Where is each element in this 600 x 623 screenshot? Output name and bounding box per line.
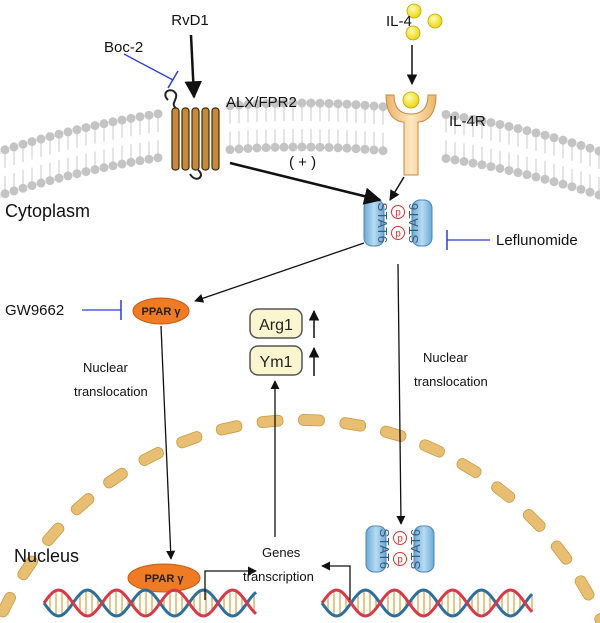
- stat6-to-genes-arrow: [321, 561, 351, 600]
- rvd1-arrow: [184, 34, 202, 99]
- ppar-to-genes-arrow: [204, 566, 257, 600]
- il-4r-to-stat6-arrow: [389, 176, 405, 201]
- phospho-label: p: [397, 555, 403, 566]
- il-4-label: IL-4: [386, 13, 412, 30]
- ppar-gamma-nucleus-label: PPAR γ: [145, 573, 185, 585]
- transcription-label: transcription: [243, 569, 314, 584]
- gw9662-inhibition: [82, 300, 122, 320]
- ppar-gamma-cytoplasm: PPAR γ: [132, 297, 190, 325]
- stat6-to-ppar-arrow: [194, 242, 365, 303]
- genes-label: Genes: [262, 545, 301, 560]
- ym1-box: Ym1: [249, 345, 303, 376]
- arg1-box: Arg1: [249, 308, 303, 339]
- stat6-nuclear-translocation-arrow: [396, 263, 406, 525]
- alx-to-stat6-arrow: [229, 161, 382, 205]
- alx-fpr2-label: ALX/FPR2: [226, 94, 297, 111]
- ppar-gamma-label: PPAR γ: [142, 306, 182, 318]
- dna-helix-left: [42, 588, 258, 618]
- stat6-left-label: STAT6: [377, 528, 392, 569]
- ym1-label: Ym1: [260, 354, 293, 371]
- nucleus-label: Nucleus: [14, 546, 79, 566]
- ppar-nuclear-label: Nuclear: [83, 360, 128, 375]
- phospho-label: p: [395, 229, 401, 240]
- phospho-label: p: [397, 534, 403, 545]
- il-4r-label: IL-4R: [449, 113, 486, 130]
- stimulation-plus-label: ( + ): [289, 154, 316, 171]
- stat6-left-label: STAT6: [375, 202, 390, 243]
- ppar-translocation-label: translocation: [74, 384, 148, 399]
- ppar-nuclear-translocation-arrow: [160, 325, 176, 560]
- stat6-nuclear-label: Nuclear: [423, 350, 468, 365]
- arg1-label: Arg1: [259, 317, 293, 334]
- cell-membrane: [0, 98, 600, 200]
- il-4r-receptor: [385, 91, 437, 176]
- ppar-gamma-nucleus: PPAR γ: [127, 563, 201, 593]
- nuclear-envelope: [0, 414, 600, 623]
- boc-2-inhibition: [123, 53, 179, 89]
- dna-helix-right: [320, 588, 534, 618]
- stat6-dimer-cytoplasm: STAT6 STAT6 pp: [363, 199, 433, 247]
- stat6-dimer-nucleus: STAT6 STAT6 pp: [365, 525, 435, 573]
- stat6-right-label: STAT6: [406, 202, 421, 243]
- cytoplasm-label: Cytoplasm: [5, 201, 90, 221]
- il-4-bound-ligand: [402, 91, 420, 109]
- phospho-label: p: [395, 208, 401, 219]
- leflunomide-label: Leflunomide: [496, 232, 578, 249]
- stat6-translocation-label: translocation: [414, 374, 488, 389]
- leflunomide-inhibition: [446, 230, 490, 250]
- boc-2-label: Boc-2: [104, 39, 143, 56]
- alx-fpr2-receptor: [164, 89, 220, 180]
- il-4-ligands: [405, 3, 443, 41]
- rvd1-label: RvD1: [171, 12, 209, 29]
- gw9662-label: GW9662: [5, 302, 64, 319]
- stat6-right-label: STAT6: [408, 528, 423, 569]
